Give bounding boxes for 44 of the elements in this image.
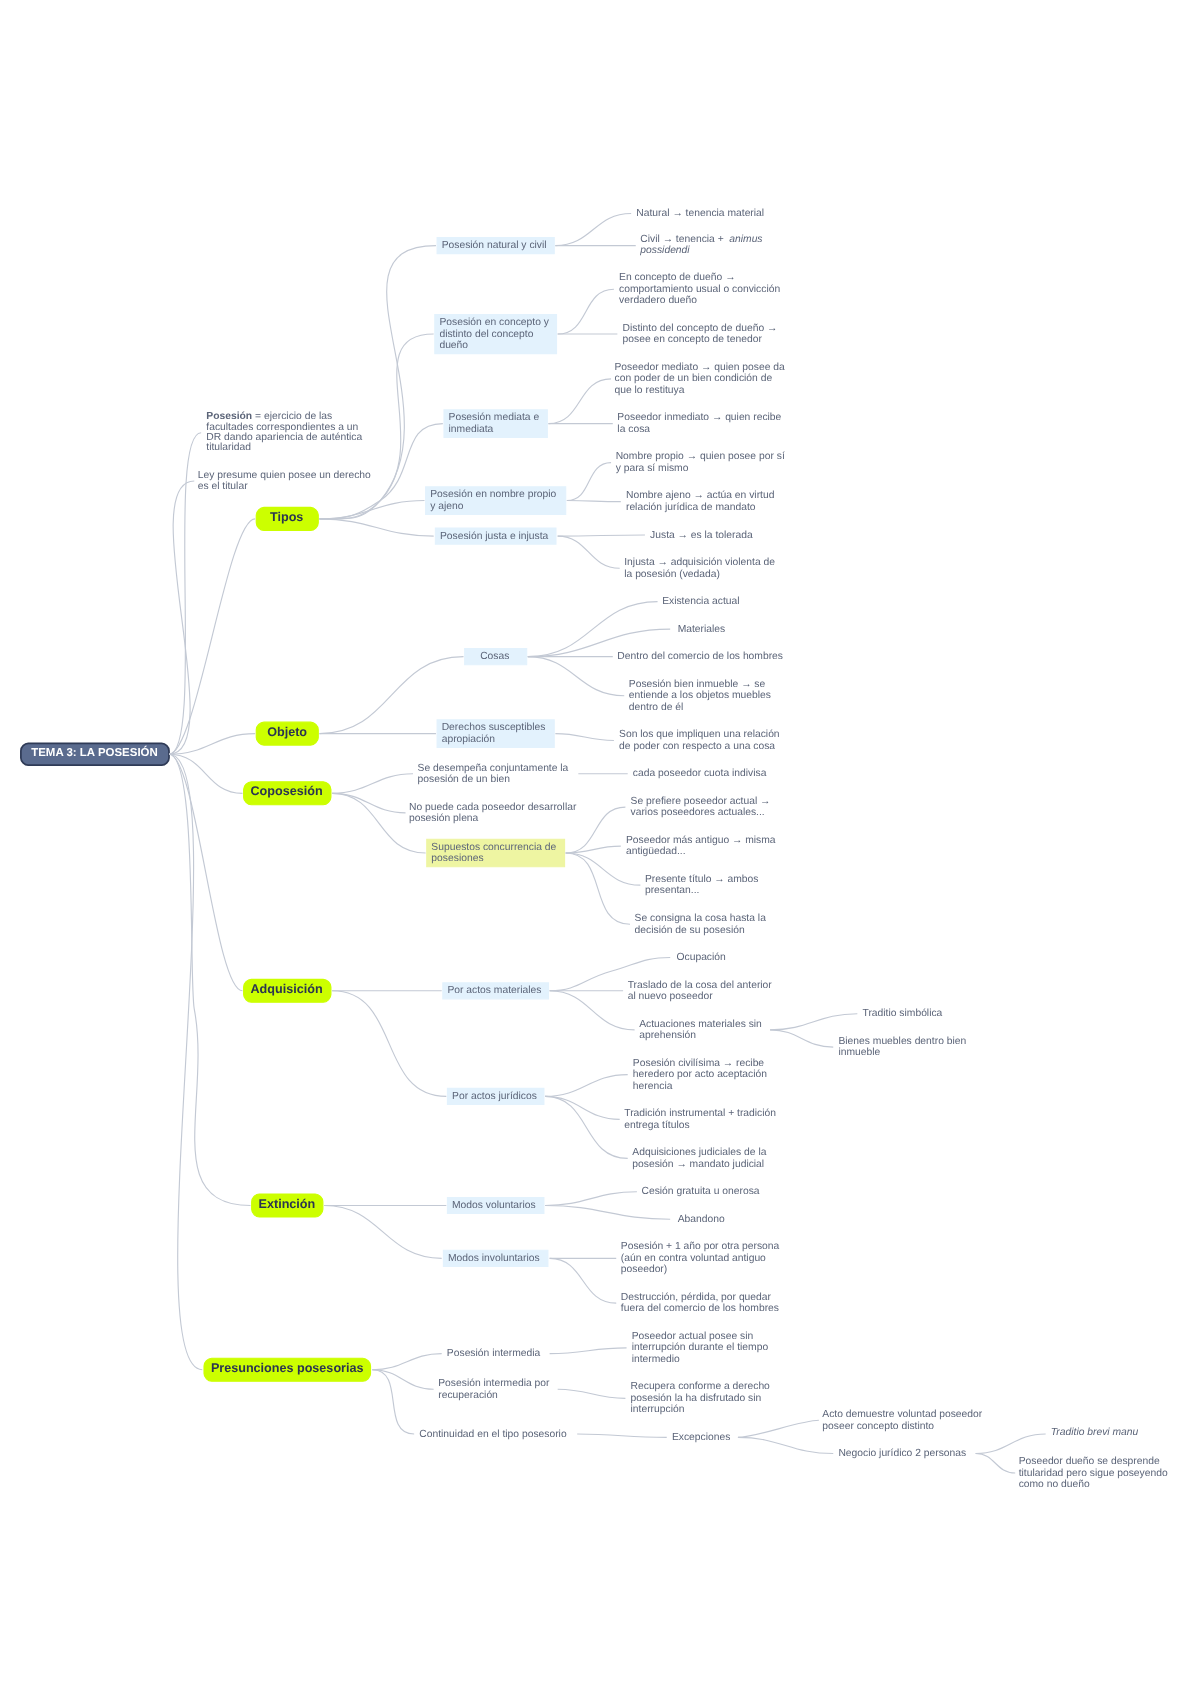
connector — [547, 377, 612, 424]
connector — [323, 1203, 443, 1258]
connector — [318, 655, 465, 734]
connector — [975, 1432, 1047, 1454]
connector — [168, 752, 203, 1370]
connector — [331, 772, 414, 793]
connector — [565, 844, 622, 853]
connector — [544, 1094, 629, 1158]
connector — [565, 805, 626, 853]
connector — [549, 1346, 628, 1354]
connector — [318, 517, 435, 536]
connector — [168, 732, 256, 754]
connector — [566, 461, 612, 501]
connector — [549, 1256, 617, 1303]
connector — [557, 533, 646, 536]
connector — [547, 422, 614, 424]
connector — [168, 517, 256, 754]
connector — [371, 1368, 415, 1434]
connector — [168, 431, 202, 754]
connector — [527, 655, 625, 696]
connector — [549, 989, 636, 1030]
connector — [371, 1368, 435, 1389]
connector — [331, 989, 447, 1096]
connector — [168, 752, 244, 991]
connector — [737, 1418, 820, 1437]
connector — [557, 534, 621, 568]
connector — [565, 851, 641, 885]
connector — [554, 732, 615, 741]
connector — [577, 772, 629, 774]
connector — [554, 244, 637, 246]
connector — [168, 479, 195, 754]
connector — [769, 1012, 858, 1030]
connector — [576, 1432, 668, 1437]
connector — [565, 851, 631, 924]
connector — [737, 1435, 834, 1454]
connector — [331, 791, 427, 853]
connector — [769, 1028, 834, 1047]
connector — [544, 1203, 671, 1219]
connector — [975, 1451, 1016, 1473]
connector — [318, 732, 437, 734]
connector — [168, 752, 244, 793]
connector — [566, 498, 622, 502]
connector — [557, 1387, 626, 1398]
connector — [168, 752, 252, 1206]
